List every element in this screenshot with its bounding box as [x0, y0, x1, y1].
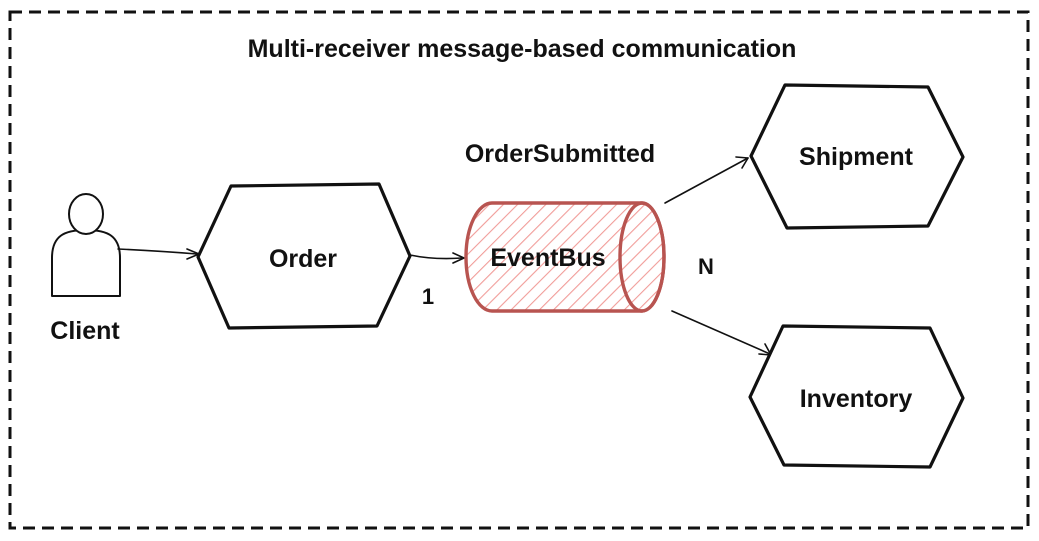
- edge-order-to-eventbus: [409, 252, 465, 264]
- edge-eventbus-to-shipment: [664, 156, 749, 204]
- person-icon: [51, 193, 121, 297]
- eventbus-queue[interactable]: EventBus: [464, 201, 666, 313]
- diagram-title: Multi-receiver message-based communicati…: [248, 35, 797, 63]
- client-label: Client: [50, 317, 120, 345]
- edge-eventbus-to-inventory: [671, 310, 772, 356]
- receiver-cardinality-label: N: [698, 254, 714, 279]
- inventory-label: Inventory: [800, 385, 913, 413]
- edge-client-to-order: [117, 248, 200, 260]
- client-actor[interactable]: Client: [50, 193, 121, 345]
- order-label: Order: [269, 245, 337, 273]
- shipment-label: Shipment: [799, 143, 914, 171]
- shipment-service[interactable]: Shipment: [749, 83, 965, 230]
- event-name-label: OrderSubmitted: [465, 140, 655, 168]
- order-service[interactable]: Order: [196, 182, 412, 330]
- eventbus-label: EventBus: [490, 244, 605, 272]
- inventory-service[interactable]: Inventory: [748, 324, 965, 469]
- diagram-frame: [8, 10, 1030, 530]
- sender-cardinality-label: 1: [422, 284, 434, 309]
